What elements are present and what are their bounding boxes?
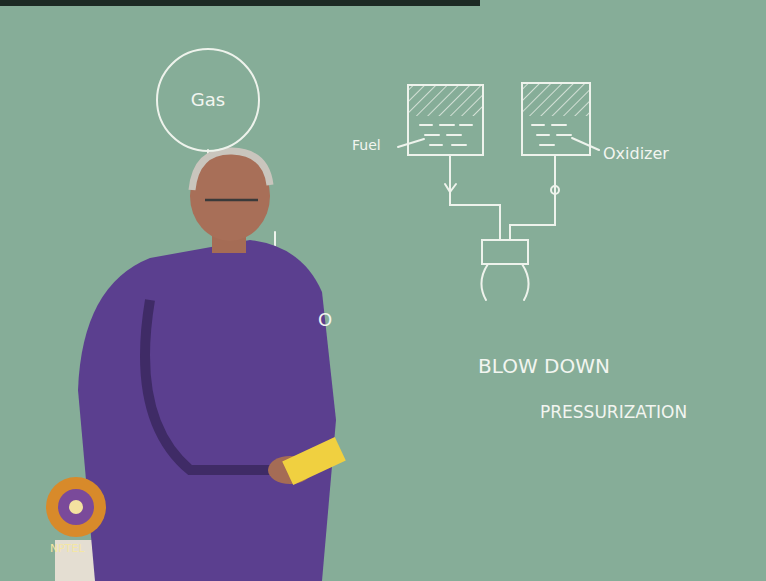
shirt [78, 240, 336, 581]
valve-symbol [551, 186, 559, 194]
tank-gas-space [409, 86, 482, 116]
chalk-label: Fuel [352, 138, 381, 153]
oxidizer-line [510, 155, 555, 240]
gas-bottle: Gas [156, 48, 260, 152]
leader-line [572, 138, 599, 150]
nptel-logo [46, 477, 106, 537]
leader-line [398, 139, 424, 147]
chalk-label: NPTEL [50, 543, 85, 555]
valve-symbol [445, 184, 456, 192]
logo-ring [58, 489, 94, 525]
liquid-marks [532, 125, 571, 145]
arm [145, 300, 285, 470]
chalk-label: Oxidizer [603, 145, 669, 163]
logo-disc [46, 477, 106, 537]
injector [482, 240, 528, 264]
oxidizer-tank [522, 83, 590, 155]
chalk-label: O [318, 310, 332, 330]
liquid-marks [420, 125, 472, 145]
fuel-tank [408, 85, 483, 155]
nozzle [481, 264, 528, 300]
head [190, 151, 270, 241]
hair [192, 151, 270, 190]
circle-outline [157, 49, 259, 151]
duster [282, 437, 346, 485]
tank-gas-space [523, 84, 589, 116]
logo-centre [69, 500, 83, 514]
node-text: Gas [191, 90, 225, 110]
fuel-line [450, 155, 500, 240]
chalk-label: BLOW DOWN [478, 355, 610, 377]
glasses [205, 199, 258, 202]
board-edge [0, 0, 480, 6]
chalk-label: PRESSURIZATION [540, 403, 687, 422]
